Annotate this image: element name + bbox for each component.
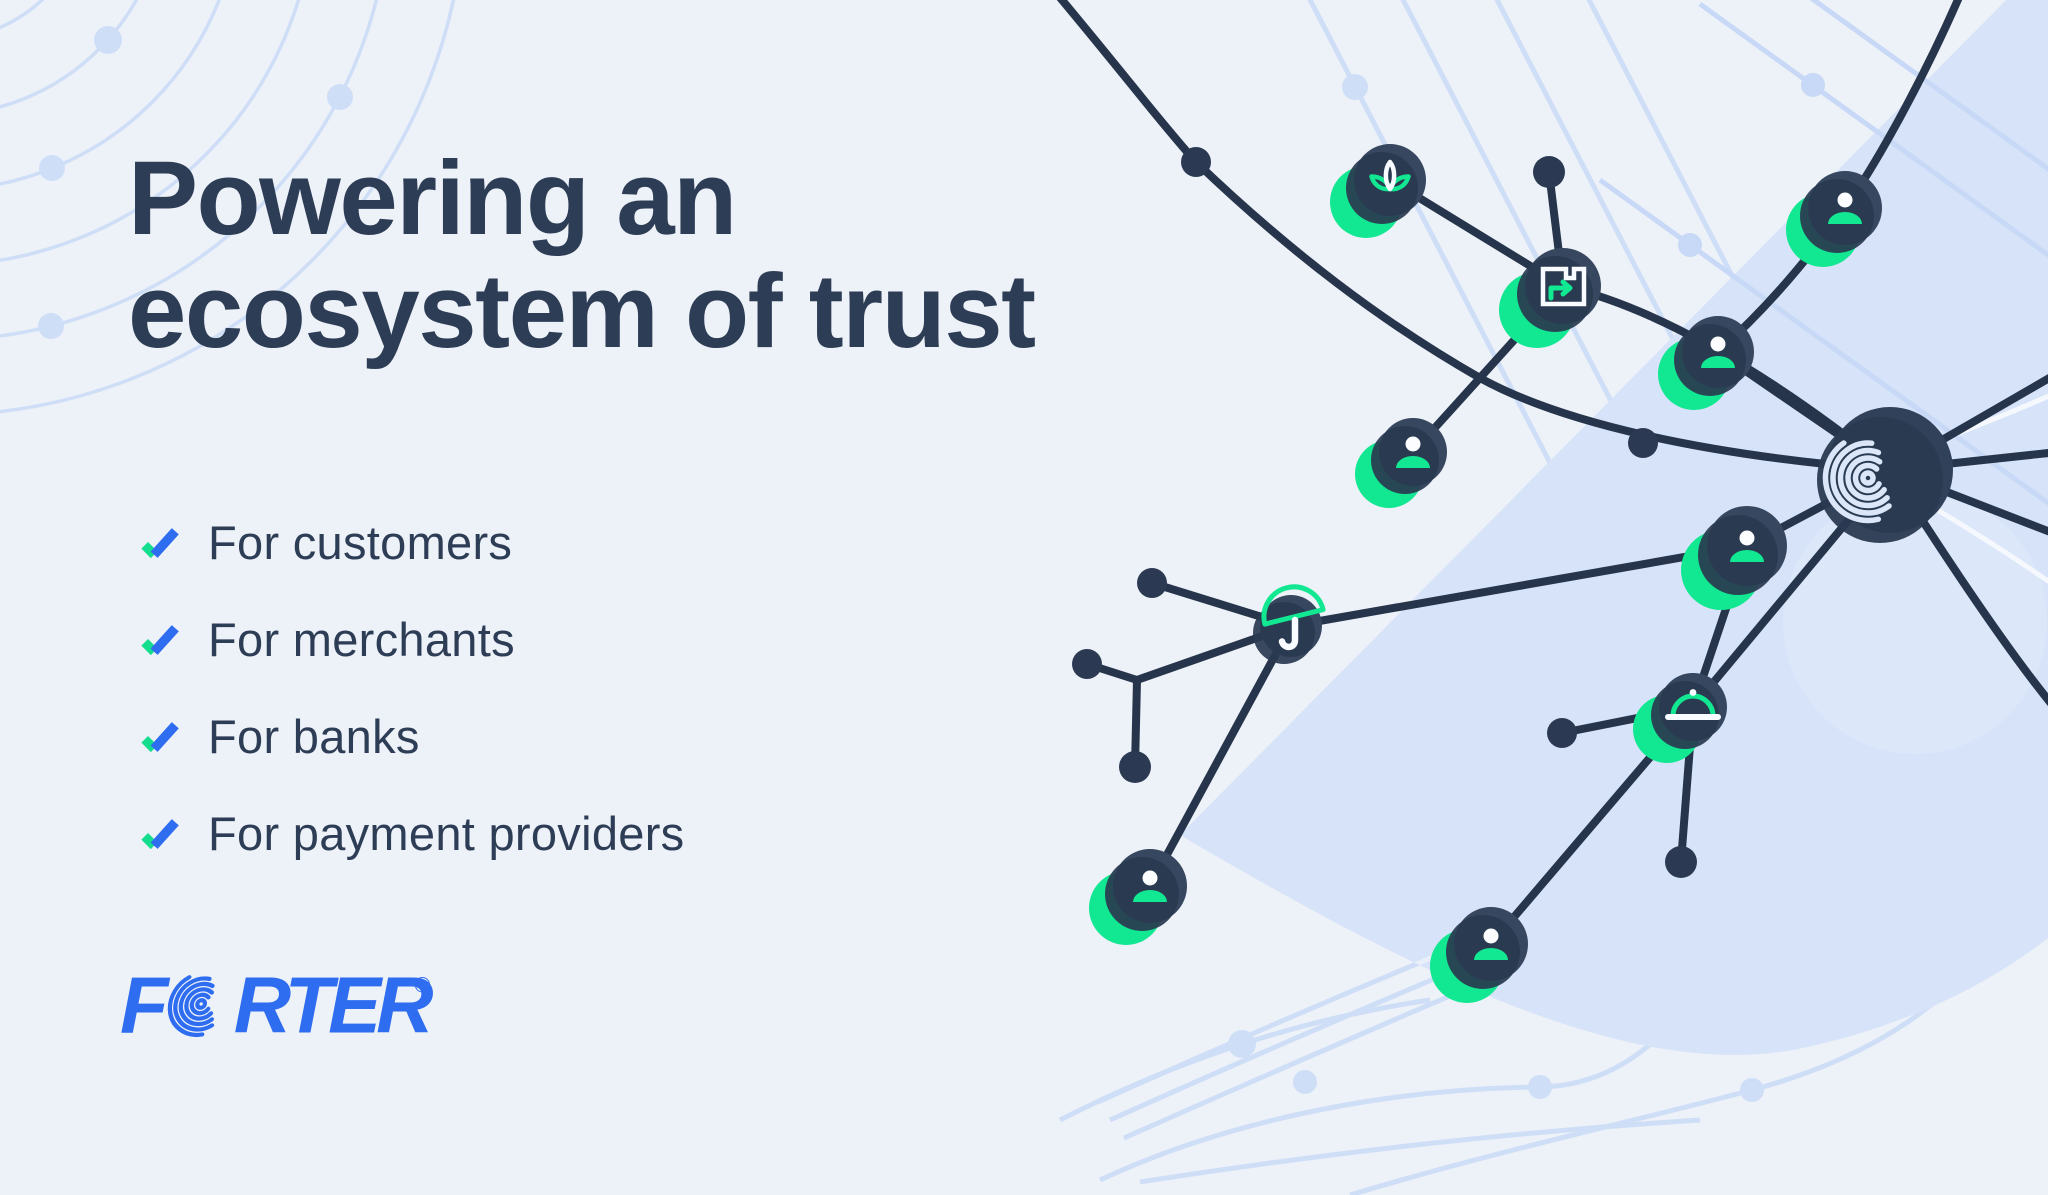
package-icon: [1540, 266, 1587, 307]
plain-network-dots: [1072, 147, 1697, 878]
umbrella-icon: [1261, 584, 1326, 651]
checklist-item: For banks: [140, 688, 684, 785]
fingerprint-hub-node: [1787, 397, 1953, 559]
checklist-item: For payment providers: [140, 785, 684, 882]
background-line-dot: [1342, 74, 1368, 100]
check-icon: [141, 721, 179, 752]
checklist-item-label: For banks: [208, 710, 420, 763]
forter-logo: F RTER ®: [120, 960, 438, 1049]
check-icon: [141, 527, 179, 558]
bottom-fan-lines: [1058, 945, 1967, 1195]
page-title-line1: Powering an: [128, 140, 737, 257]
package-node: [1499, 248, 1601, 348]
check-icon: [141, 624, 179, 655]
wedge-diagonal-lines: [1598, 0, 2048, 506]
audience-checklist: For customers For merchants For banks Fo…: [140, 494, 684, 882]
bottom-fan-dots: [1228, 1030, 1764, 1102]
leaf-node: [1330, 144, 1426, 238]
halo-glow: [1783, 490, 2047, 754]
check-icon: [141, 818, 179, 849]
umbrella-node: [1253, 584, 1326, 664]
leaf-icon: [1369, 159, 1411, 192]
cloche-icon: [1665, 689, 1721, 720]
person-node: [1089, 849, 1187, 945]
logo-letter-f: F: [120, 960, 171, 1049]
corner-ripple-dots: [38, 26, 353, 339]
person-node: [1430, 907, 1528, 1003]
checklist-item-label: For merchants: [208, 613, 515, 666]
person-node: [1355, 418, 1447, 508]
checklist-item-label: For customers: [208, 516, 513, 569]
page-title: Powering an ecosystem of trust: [128, 140, 1036, 370]
person-node: [1658, 316, 1754, 410]
person-node: [1786, 171, 1882, 267]
checklist-item-label: For payment providers: [208, 807, 685, 860]
page-title-line2: ecosystem of trust: [128, 253, 1036, 370]
wedge-line-dots: [1678, 73, 1825, 257]
registered-mark: ®: [414, 972, 430, 997]
logo-fingerprint-o-icon: [167, 970, 235, 1038]
cloche-node: [1633, 673, 1727, 763]
checklist-item: For merchants: [140, 591, 684, 688]
person-node: [1681, 506, 1787, 610]
logo-letters-rter: RTER: [234, 960, 433, 1049]
checklist-item: For customers: [140, 494, 684, 591]
